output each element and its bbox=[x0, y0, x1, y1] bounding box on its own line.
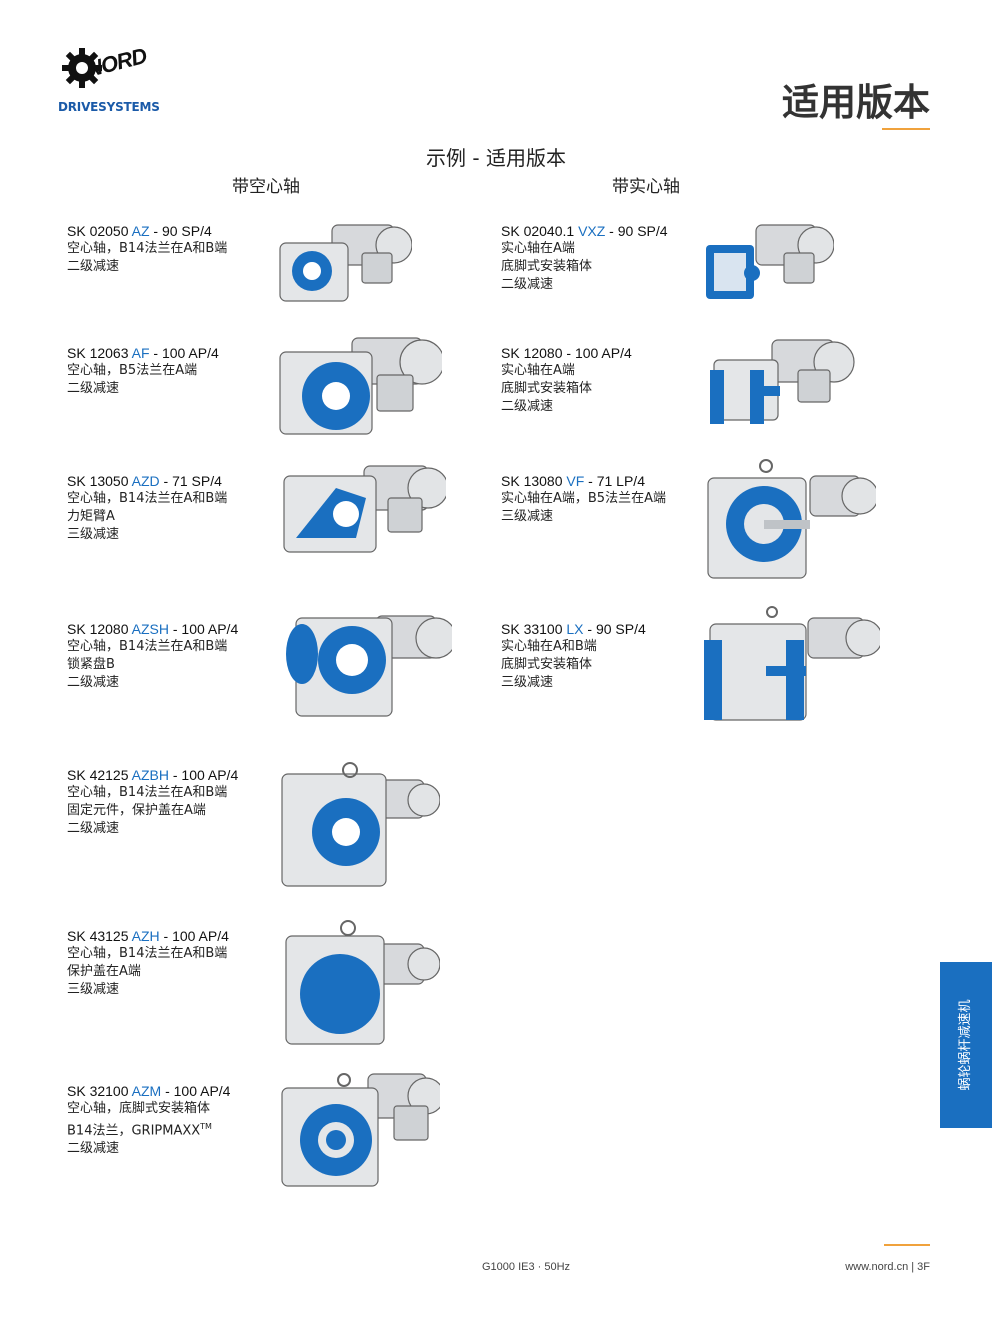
gearbox-image-left-7 bbox=[276, 1068, 440, 1192]
section-title: 示例 - 适用版本 bbox=[426, 146, 566, 170]
description-line: 空心轴，底脚式安装箱体 bbox=[67, 1101, 211, 1116]
gearbox-image-right-3 bbox=[704, 458, 876, 582]
gearbox-image-left-6 bbox=[280, 914, 440, 1050]
description-line: 二级减速 bbox=[501, 277, 554, 292]
model-code: SK 12080 AZSH - 100 AP/4 bbox=[67, 621, 239, 637]
description-line: 三级减速 bbox=[501, 509, 554, 524]
side-tab[interactable]: 蜗轮蜗杆减速机 bbox=[940, 962, 992, 1128]
left-item-7: SK 32100 AZM - 100 AP/4 空心轴，底脚式安装箱体 B14法… bbox=[67, 1082, 287, 1158]
description-line: 空心轴，B14法兰在A和B端 bbox=[67, 241, 228, 256]
left-item-1: SK 02050 AZ - 90 SP/4 空心轴，B14法兰在A和B端 二级减… bbox=[67, 222, 287, 276]
gearbox-image-left-3 bbox=[276, 458, 446, 558]
description-line: 锁紧盘B bbox=[67, 657, 115, 672]
model-code: SK 13080 VF - 71 LP/4 bbox=[501, 473, 645, 489]
gearbox-image-right-4 bbox=[700, 604, 880, 724]
model-code: SK 33100 LX - 90 SP/4 bbox=[501, 621, 646, 637]
left-item-2: SK 12063 AF - 100 AP/4 空心轴，B5法兰在A端 二级减速 bbox=[67, 344, 287, 398]
description-line: 力矩臂A bbox=[67, 509, 115, 524]
description-line: 空心轴，B14法兰在A和B端 bbox=[67, 785, 228, 800]
model-code: SK 43125 AZH - 100 AP/4 bbox=[67, 928, 229, 944]
model-code: SK 13050 AZD - 71 SP/4 bbox=[67, 473, 222, 489]
gearbox-image-left-5 bbox=[276, 756, 440, 892]
description-line: 实心轴在A端，B5法兰在A端 bbox=[501, 491, 666, 506]
footer-rule bbox=[884, 1244, 930, 1246]
description-line: 三级减速 bbox=[501, 675, 554, 690]
description-line: 实心轴在A和B端 bbox=[501, 639, 597, 654]
description-line: 二级减速 bbox=[67, 675, 120, 690]
gearbox-image-right-1 bbox=[700, 215, 834, 305]
description-line: 二级减速 bbox=[67, 381, 120, 396]
description-line: 空心轴，B14法兰在A和B端 bbox=[67, 491, 228, 506]
model-code: SK 32100 AZM - 100 AP/4 bbox=[67, 1083, 231, 1099]
gearbox-image-left-2 bbox=[272, 330, 442, 438]
description-line: 底脚式安装箱体 bbox=[501, 381, 593, 396]
logo-subtitle: DRIVESYSTEMS bbox=[58, 100, 160, 114]
column-heading-hollow-shaft: 带空心轴 bbox=[232, 177, 300, 197]
trademark-sup: TM bbox=[200, 1122, 212, 1131]
column-heading-solid-shaft: 带实心轴 bbox=[612, 177, 680, 197]
description-line: 底脚式安装箱体 bbox=[501, 657, 593, 672]
right-item-3: SK 13080 VF - 71 LP/4 实心轴在A端，B5法兰在A端 三级减… bbox=[501, 472, 721, 526]
right-item-2: SK 12080 - 100 AP/4 实心轴在A端 底脚式安装箱体 二级减速 bbox=[501, 344, 721, 416]
description-line: 二级减速 bbox=[67, 1141, 120, 1157]
description-line: 实心轴在A端 bbox=[501, 363, 575, 378]
description-line: 二级减速 bbox=[501, 399, 554, 414]
left-item-5: SK 42125 AZBH - 100 AP/4 空心轴，B14法兰在A和B端 … bbox=[67, 766, 287, 838]
left-item-6: SK 43125 AZH - 100 AP/4 空心轴，B14法兰在A和B端 保… bbox=[67, 927, 287, 999]
description-line: 实心轴在A端 bbox=[501, 241, 575, 256]
model-code: SK 02050 AZ - 90 SP/4 bbox=[67, 223, 212, 239]
gear-icon bbox=[62, 48, 102, 88]
gearbox-image-left-1 bbox=[272, 215, 412, 307]
model-code: SK 02040.1 VXZ - 90 SP/4 bbox=[501, 223, 668, 239]
description-line: 空心轴，B14法兰在A和B端 bbox=[67, 639, 228, 654]
left-item-3: SK 13050 AZD - 71 SP/4 空心轴，B14法兰在A和B端 力矩… bbox=[67, 472, 287, 544]
left-item-4: SK 12080 AZSH - 100 AP/4 空心轴，B14法兰在A和B端 … bbox=[67, 620, 287, 692]
nord-logo: NORD DRIVESYSTEMS bbox=[58, 42, 160, 118]
description-line: 底脚式安装箱体 bbox=[501, 259, 593, 274]
right-item-1: SK 02040.1 VXZ - 90 SP/4 实心轴在A端 底脚式安装箱体 … bbox=[501, 222, 721, 294]
description-line: 三级减速 bbox=[67, 527, 120, 542]
footer-product-code: G1000 IE3 · 50Hz bbox=[482, 1261, 571, 1273]
model-code: SK 12080 - 100 AP/4 bbox=[501, 345, 632, 361]
description-line: 三级减速 bbox=[67, 982, 120, 997]
right-item-4: SK 33100 LX - 90 SP/4 实心轴在A和B端 底脚式安装箱体 三… bbox=[501, 620, 721, 692]
side-tab-label: 蜗轮蜗杆减速机 bbox=[958, 999, 973, 1091]
description-line: 二级减速 bbox=[67, 821, 120, 836]
gearbox-image-right-2 bbox=[704, 330, 856, 430]
footer-website-page: www.nord.cn | 3F bbox=[845, 1261, 930, 1273]
gearbox-image-left-4 bbox=[280, 604, 452, 722]
description-line: 空心轴，B14法兰在A和B端 bbox=[67, 946, 228, 961]
title-rule bbox=[882, 128, 930, 130]
description-line: 二级减速 bbox=[67, 259, 120, 274]
model-code: SK 42125 AZBH - 100 AP/4 bbox=[67, 767, 239, 783]
description-line: 保护盖在A端 bbox=[67, 964, 141, 979]
model-code: SK 12063 AF - 100 AP/4 bbox=[67, 345, 219, 361]
description-line: B14法兰，GRIPMAXXTM bbox=[67, 1122, 212, 1139]
description-line: 空心轴，B5法兰在A端 bbox=[67, 363, 198, 378]
page-title: 适用版本 bbox=[782, 81, 930, 124]
description-line: 固定元件，保护盖在A端 bbox=[67, 803, 206, 818]
